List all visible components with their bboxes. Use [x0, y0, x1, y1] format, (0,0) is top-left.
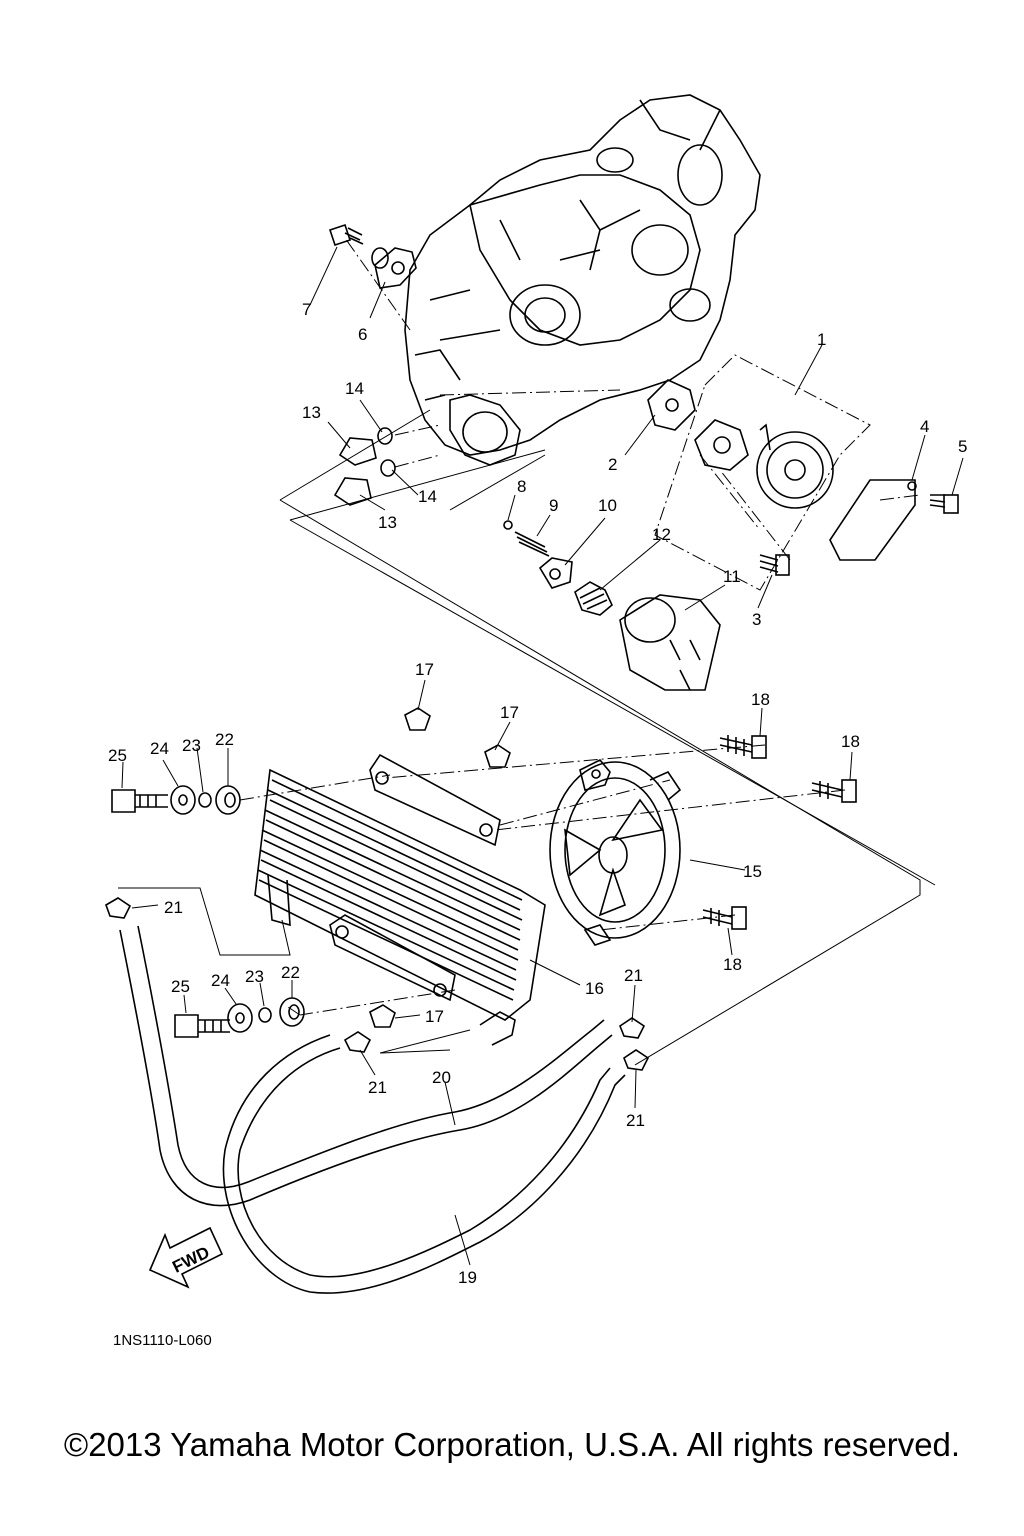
callout-21-b: 21	[368, 1078, 387, 1097]
callout-23-upper: 23	[182, 736, 201, 755]
callout-5: 5	[958, 437, 967, 456]
callout-17-b: 17	[500, 703, 519, 722]
callout-7: 7	[302, 300, 311, 319]
plate-2	[647, 379, 696, 431]
cover-4	[829, 479, 917, 561]
callout-22-upper: 22	[215, 730, 234, 749]
bolt-5	[929, 494, 959, 514]
clamps-21	[105, 897, 650, 1071]
callout-8: 8	[517, 477, 526, 496]
callout-9: 9	[549, 496, 558, 515]
callout-10: 10	[598, 496, 617, 515]
diagram-code: 1NS1110-L060	[113, 1332, 212, 1349]
fan-15	[549, 759, 682, 946]
bolt-7	[328, 223, 364, 247]
mount-hardware-upper	[111, 785, 241, 815]
callout-16: 16	[585, 979, 604, 998]
callout-17-a: 17	[415, 660, 434, 679]
callout-18-b: 18	[841, 732, 860, 751]
callout-6: 6	[358, 325, 367, 344]
crankcase-drawing	[404, 94, 761, 466]
nuts-17	[369, 707, 511, 1028]
copyright-notice: ©2013 Yamaha Motor Corporation, U.S.A. A…	[63, 1426, 961, 1463]
callout-19: 19	[458, 1268, 477, 1287]
callout-25-upper: 25	[108, 746, 127, 765]
callout-17-c: 17	[425, 1007, 444, 1026]
callout-14-upper: 14	[345, 379, 364, 398]
callout-11: 11	[723, 567, 741, 586]
oil-cooler-16	[254, 753, 546, 1046]
bolt-3	[759, 554, 790, 576]
reference-lines	[118, 237, 936, 1066]
bolts-18	[702, 735, 857, 930]
callout-labels: 1 2 3 4 5 6 7 8 9 10 11 12 13 13 14 14 1…	[108, 300, 967, 1287]
leader-lines	[121, 246, 964, 1266]
bolt-10	[538, 557, 573, 589]
callout-20: 20	[432, 1068, 451, 1087]
oil-filter-11	[619, 594, 721, 691]
callout-3: 3	[752, 610, 761, 629]
callout-24-upper: 24	[150, 739, 169, 758]
callout-21-a: 21	[164, 898, 183, 917]
callout-18-a: 18	[751, 690, 770, 709]
callout-24-lower: 24	[211, 971, 230, 990]
callout-2: 2	[608, 455, 617, 474]
callout-25-lower: 25	[171, 977, 190, 996]
mount-hardware-lower	[174, 997, 305, 1038]
hose-20	[119, 925, 613, 1207]
fwd-arrow: FWD	[148, 1226, 224, 1289]
callout-22-lower: 22	[281, 963, 300, 982]
callout-14-lower: 14	[418, 487, 437, 506]
oil-pump-assembly-1	[654, 354, 871, 591]
callout-18-c: 18	[723, 955, 742, 974]
callout-4: 4	[920, 417, 929, 436]
callout-21-d: 21	[626, 1111, 645, 1130]
union-bolt-12	[574, 581, 613, 616]
callout-15: 15	[743, 862, 762, 881]
spring-9-ball-8	[503, 520, 550, 557]
callout-13-lower: 13	[378, 513, 397, 532]
callout-21-c: 21	[624, 966, 643, 985]
hose-19	[222, 1034, 626, 1294]
fittings-13-14	[333, 427, 396, 506]
callout-12: 12	[652, 525, 671, 544]
callout-23-lower: 23	[245, 967, 264, 986]
callout-13-upper: 13	[302, 403, 321, 422]
callout-1: 1	[817, 330, 826, 349]
